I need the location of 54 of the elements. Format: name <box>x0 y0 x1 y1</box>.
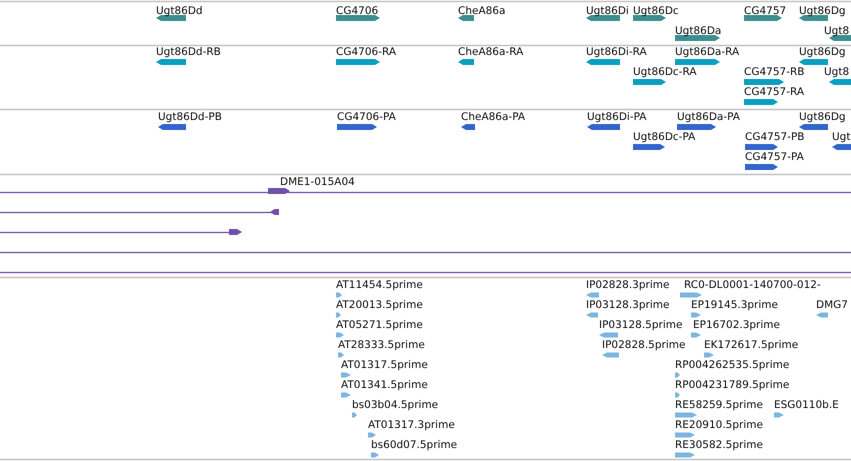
feature-label: RE58259.5prime <box>675 399 763 411</box>
feature-label: bs60d07.5prime <box>371 439 458 451</box>
feature-label: CG4757-RA <box>744 86 804 98</box>
feature-label: Ugt86Dd-PB <box>158 111 222 123</box>
feature-label: Ugt86Dc <box>633 5 679 17</box>
feature-label: CG4706 <box>336 5 378 17</box>
feature-label: AT11454.5prime <box>336 279 423 291</box>
feature-label: Ugt8 <box>824 25 850 37</box>
feature-label: CG4757-RB <box>744 66 804 78</box>
feature-label: Ugt86Dg <box>799 46 846 58</box>
feature-label: AT05271.5prime <box>336 319 423 331</box>
feature-label: CheA86a-PA <box>461 111 526 123</box>
feature-label: AT01317.5prime <box>341 359 428 371</box>
feature-label: IP03128.3prime <box>586 299 670 311</box>
feature-label: IP02828.3prime <box>586 279 670 291</box>
alignment-label: DME1-015A04 <box>280 176 355 188</box>
feature-label: DMG7 <box>816 299 848 311</box>
feature-label: Ugt86Da <box>675 25 722 37</box>
feature-label: ESG0110b.E <box>774 399 839 411</box>
feature-label: Ugt8 <box>824 66 850 78</box>
feature-label: IP03128.5prime <box>599 319 682 331</box>
feature-label: CheA86a <box>458 5 506 17</box>
feature-label: Ugt86Dc-PA <box>633 131 696 143</box>
feature-label: Ugt86Di <box>586 5 629 17</box>
feature-label: Ugt86Dg <box>799 5 846 17</box>
feature-label: Ugt86Dg <box>799 111 846 123</box>
feature-label: AT20013.5prime <box>336 299 423 311</box>
feature-label: RP004262535.5prime <box>675 359 790 371</box>
feature-label: Ugt86Dd <box>156 5 203 17</box>
feature-label: AT28333.5prime <box>338 339 425 351</box>
feature-label: EP16702.3prime <box>693 319 780 331</box>
feature-label: bs03b04.5prime <box>352 399 438 411</box>
feature-label: RC0-DL0001-140700-012- <box>684 279 821 291</box>
feature-label: CG4757 <box>744 5 786 17</box>
feature-label: CG4757-PB <box>745 131 805 143</box>
feature-label: RE30582.5prime <box>675 439 763 451</box>
feature-label: CheA86a-RA <box>458 46 524 58</box>
feature-label: RP004231789.5prime <box>675 379 790 391</box>
feature-label: Ugt86Da-RA <box>675 46 740 58</box>
feature-label: CG4706-RA <box>336 46 396 58</box>
feature-label: CG4757-PA <box>745 151 804 163</box>
feature-label: AT01317.3prime <box>368 419 455 431</box>
feature-label: RE20910.5prime <box>675 419 763 431</box>
feature-label: IP02828.5prime <box>602 339 686 351</box>
feature-label: EP19145.3prime <box>691 299 778 311</box>
feature-label: Ugt86Di-PA <box>587 111 646 123</box>
feature-label: CG4706-PA <box>337 111 396 123</box>
feature-label: EK172617.5prime <box>704 339 798 351</box>
feature-label: Ugt <box>832 131 850 143</box>
feature-label: Ugt86Dc-RA <box>633 66 697 78</box>
feature-label: Ugt86Di-RA <box>586 46 647 58</box>
feature-label: AT01341.5prime <box>341 379 428 391</box>
feature-label: Ugt86Dd-RB <box>156 46 221 58</box>
feature-label: Ugt86Da-PA <box>677 111 740 123</box>
